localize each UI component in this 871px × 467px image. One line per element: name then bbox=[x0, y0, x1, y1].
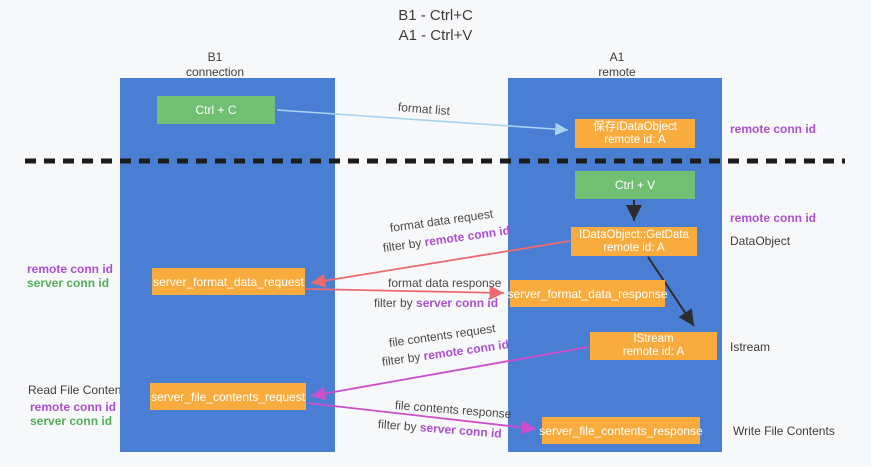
filter-key-server-conn-id: server conn id bbox=[416, 296, 499, 310]
annotation-dataobject: DataObject bbox=[730, 234, 791, 248]
diagram-title: B1 - Ctrl+C A1 - Ctrl+V bbox=[0, 6, 871, 46]
annotation-format-remote-conn-id: remote conn id bbox=[27, 262, 114, 276]
edge-label-format-list: format list bbox=[397, 100, 451, 119]
node-ctrl-c-label: Ctrl + C bbox=[195, 103, 237, 117]
filter-by-prefix: filter by bbox=[377, 417, 421, 435]
node-file-response-label: server_file_contents_response bbox=[539, 423, 703, 438]
node-format-response-label: server_format_data_response bbox=[507, 286, 668, 301]
node-format-request-label: server_format_data_request bbox=[153, 274, 304, 289]
lane-header-left: B1 connection bbox=[155, 50, 275, 80]
node-server-format-data-response: server_format_data_response bbox=[507, 280, 668, 307]
edge-label-file-contents-response: file contents response bbox=[394, 398, 512, 422]
lane-left-name: B1 bbox=[207, 50, 223, 64]
node-ctrl-v: Ctrl + V bbox=[575, 171, 695, 199]
annotation-read-file-contents: Read File Contents bbox=[28, 383, 131, 397]
lane-right-name: A1 bbox=[609, 50, 625, 64]
node-getdata-line2: remote id: A bbox=[603, 241, 665, 254]
lane-header-right: A1 remote bbox=[557, 50, 677, 80]
annotation-format-server-conn-id: server conn id bbox=[27, 276, 110, 290]
node-getdata-line1: IDataObject::GetData bbox=[579, 228, 689, 241]
annotation-file-server-conn-id: server conn id bbox=[30, 414, 113, 428]
node-server-format-data-request: server_format_data_request bbox=[152, 268, 305, 295]
node-istream-line2: remote id: A bbox=[622, 346, 685, 358]
filter-by-prefix: filter by bbox=[382, 235, 426, 255]
filter-key-server-conn-id: server conn id bbox=[419, 420, 503, 441]
filter-by-prefix: filter by bbox=[374, 296, 417, 310]
node-file-request-label: server_file_contents_request bbox=[150, 389, 306, 404]
annotation-istream: Istream bbox=[730, 340, 771, 354]
node-ctrl-c: Ctrl + C bbox=[157, 96, 275, 124]
annotation-write-file-contents: Write File Contents bbox=[733, 424, 835, 438]
edge-label-file-response-filter: filter by server conn id bbox=[377, 417, 502, 441]
node-istream-line1: IStream bbox=[633, 333, 674, 345]
annotation-remote-conn-id-mid: remote conn id bbox=[730, 211, 817, 225]
lane-right-subtitle: remote bbox=[598, 65, 636, 79]
title-line-2: A1 - Ctrl+V bbox=[398, 27, 473, 44]
node-istream: IStream remote id: A bbox=[590, 332, 717, 360]
node-server-file-contents-request: server_file_contents_request bbox=[150, 383, 306, 410]
title-line-1: B1 - Ctrl+C bbox=[398, 7, 473, 24]
annotation-remote-conn-id-top: remote conn id bbox=[730, 122, 817, 136]
edge-label-format-response-filter: filter by server conn id bbox=[374, 296, 498, 310]
node-save-line1: 保存IDataObject bbox=[593, 120, 677, 133]
node-save-line2: remote id: A bbox=[604, 133, 666, 146]
edge-label-format-data-response: format data response bbox=[388, 276, 502, 290]
node-ctrl-v-label: Ctrl + V bbox=[614, 178, 656, 192]
annotation-file-remote-conn-id: remote conn id bbox=[30, 400, 117, 414]
lane-left-subtitle: connection bbox=[185, 65, 245, 79]
node-idataobject-getdata: IDataObject::GetData remote id: A bbox=[571, 227, 697, 256]
node-server-file-contents-response: server_file_contents_response bbox=[539, 417, 703, 444]
node-save-idataobject: 保存IDataObject remote id: A bbox=[575, 119, 695, 148]
filter-by-prefix: filter by bbox=[381, 349, 425, 369]
